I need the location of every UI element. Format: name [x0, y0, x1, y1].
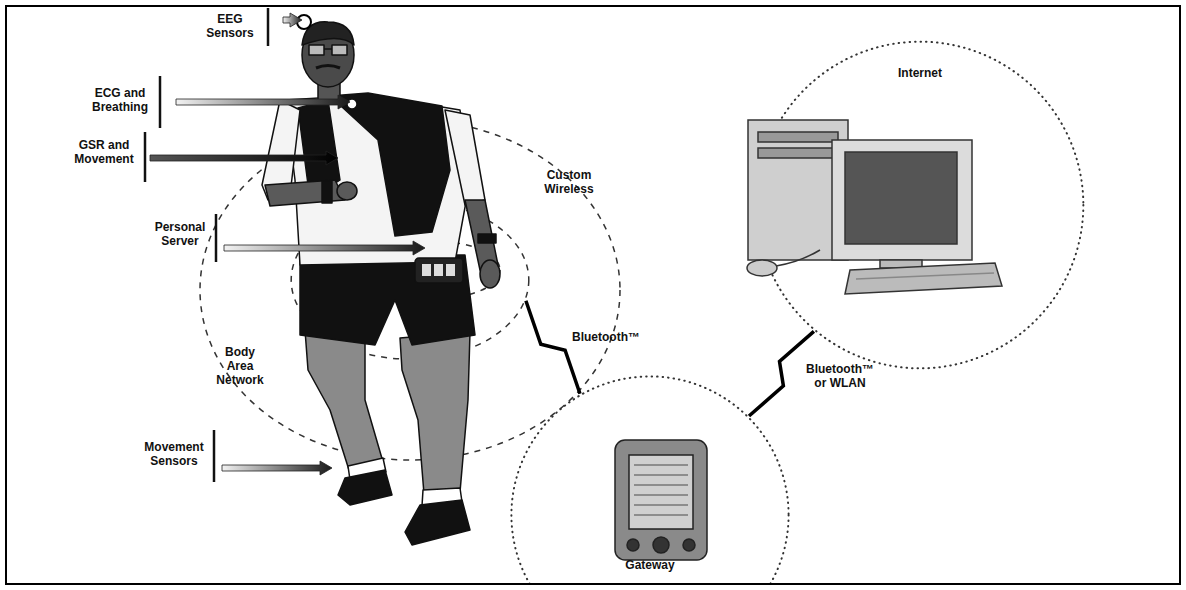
zone-outline-shape [291, 201, 529, 359]
device-display [446, 264, 455, 276]
pda-button [653, 537, 669, 553]
diagram-stage: Body Area NetworkGateway Internet EEG Sens… [5, 5, 1181, 585]
screen-line [634, 514, 688, 516]
drive-slot [758, 132, 838, 142]
shoe [405, 500, 470, 545]
arm [465, 200, 498, 270]
arm [265, 180, 345, 206]
callout-label: ECG and Breathing [84, 86, 156, 114]
callout-label: EEG Sensors [198, 12, 262, 40]
pda-gateway-device [615, 440, 707, 560]
mustache [316, 66, 340, 69]
gsr-band [322, 181, 332, 203]
figure-frame [5, 5, 1181, 585]
callout-bar [215, 214, 218, 262]
callout-label: Movement Sensors [138, 440, 210, 468]
callout-bar [213, 430, 216, 482]
callout-arrow [176, 95, 350, 109]
shoe [338, 470, 392, 505]
monitor-screen [845, 152, 957, 244]
screen-line [634, 494, 688, 496]
callout-arrow [224, 241, 425, 255]
zone-outline-shape [511, 376, 788, 585]
callout-label: Personal Server [150, 220, 210, 248]
hand [480, 260, 500, 288]
callout-arrow [222, 461, 332, 475]
glasses-bridge [324, 48, 332, 50]
pda-button [627, 539, 639, 551]
zone-outline-shape [757, 42, 1084, 369]
diagram-world: Body Area NetworkGateway Internet EEG Sens… [5, 5, 1181, 585]
key-row [856, 273, 994, 279]
lightning-link [526, 301, 580, 394]
pda-body [615, 440, 707, 560]
monitor [832, 140, 972, 260]
zone-label: Gateway [615, 558, 685, 572]
drive-slot [758, 148, 838, 158]
screen-line [634, 474, 688, 476]
zone-label: Body Area Network [212, 345, 268, 387]
glasses [332, 45, 347, 55]
callout-label: GSR and Movement [68, 138, 140, 166]
callout-bar [159, 76, 162, 128]
callout-bar [144, 132, 147, 182]
device-display [434, 264, 443, 276]
personal-server-device [415, 258, 463, 283]
device-display [422, 264, 431, 276]
ecg-sensor [347, 99, 357, 109]
vest [330, 93, 450, 236]
mouse [747, 260, 777, 276]
leg [400, 332, 470, 494]
screen-line [634, 504, 688, 506]
callout-arrow [283, 13, 302, 27]
keyboard [845, 263, 1002, 294]
hand [337, 182, 357, 200]
shorts [300, 255, 475, 345]
glasses [309, 45, 324, 55]
lightning-link [749, 331, 814, 416]
screen-line [634, 484, 688, 486]
zone-label: Internet [885, 66, 955, 80]
pda-screen [629, 455, 693, 529]
wrist-band [478, 234, 496, 243]
callout-arrows [150, 13, 425, 475]
illustration [5, 5, 1181, 585]
arm [445, 110, 485, 205]
leg [305, 330, 383, 470]
callout-label: Custom Wireless [540, 168, 598, 196]
callout-arrow [150, 151, 338, 165]
link-label: Bluetooth™ or WLAN [800, 362, 880, 390]
link-label: Bluetooth™ [566, 330, 646, 344]
mouse-cable [776, 250, 820, 266]
screen-line [634, 464, 688, 466]
desktop-computer [747, 120, 1002, 294]
connector-layer [5, 5, 1181, 585]
callout-bar [267, 8, 270, 46]
pda-button [683, 539, 695, 551]
